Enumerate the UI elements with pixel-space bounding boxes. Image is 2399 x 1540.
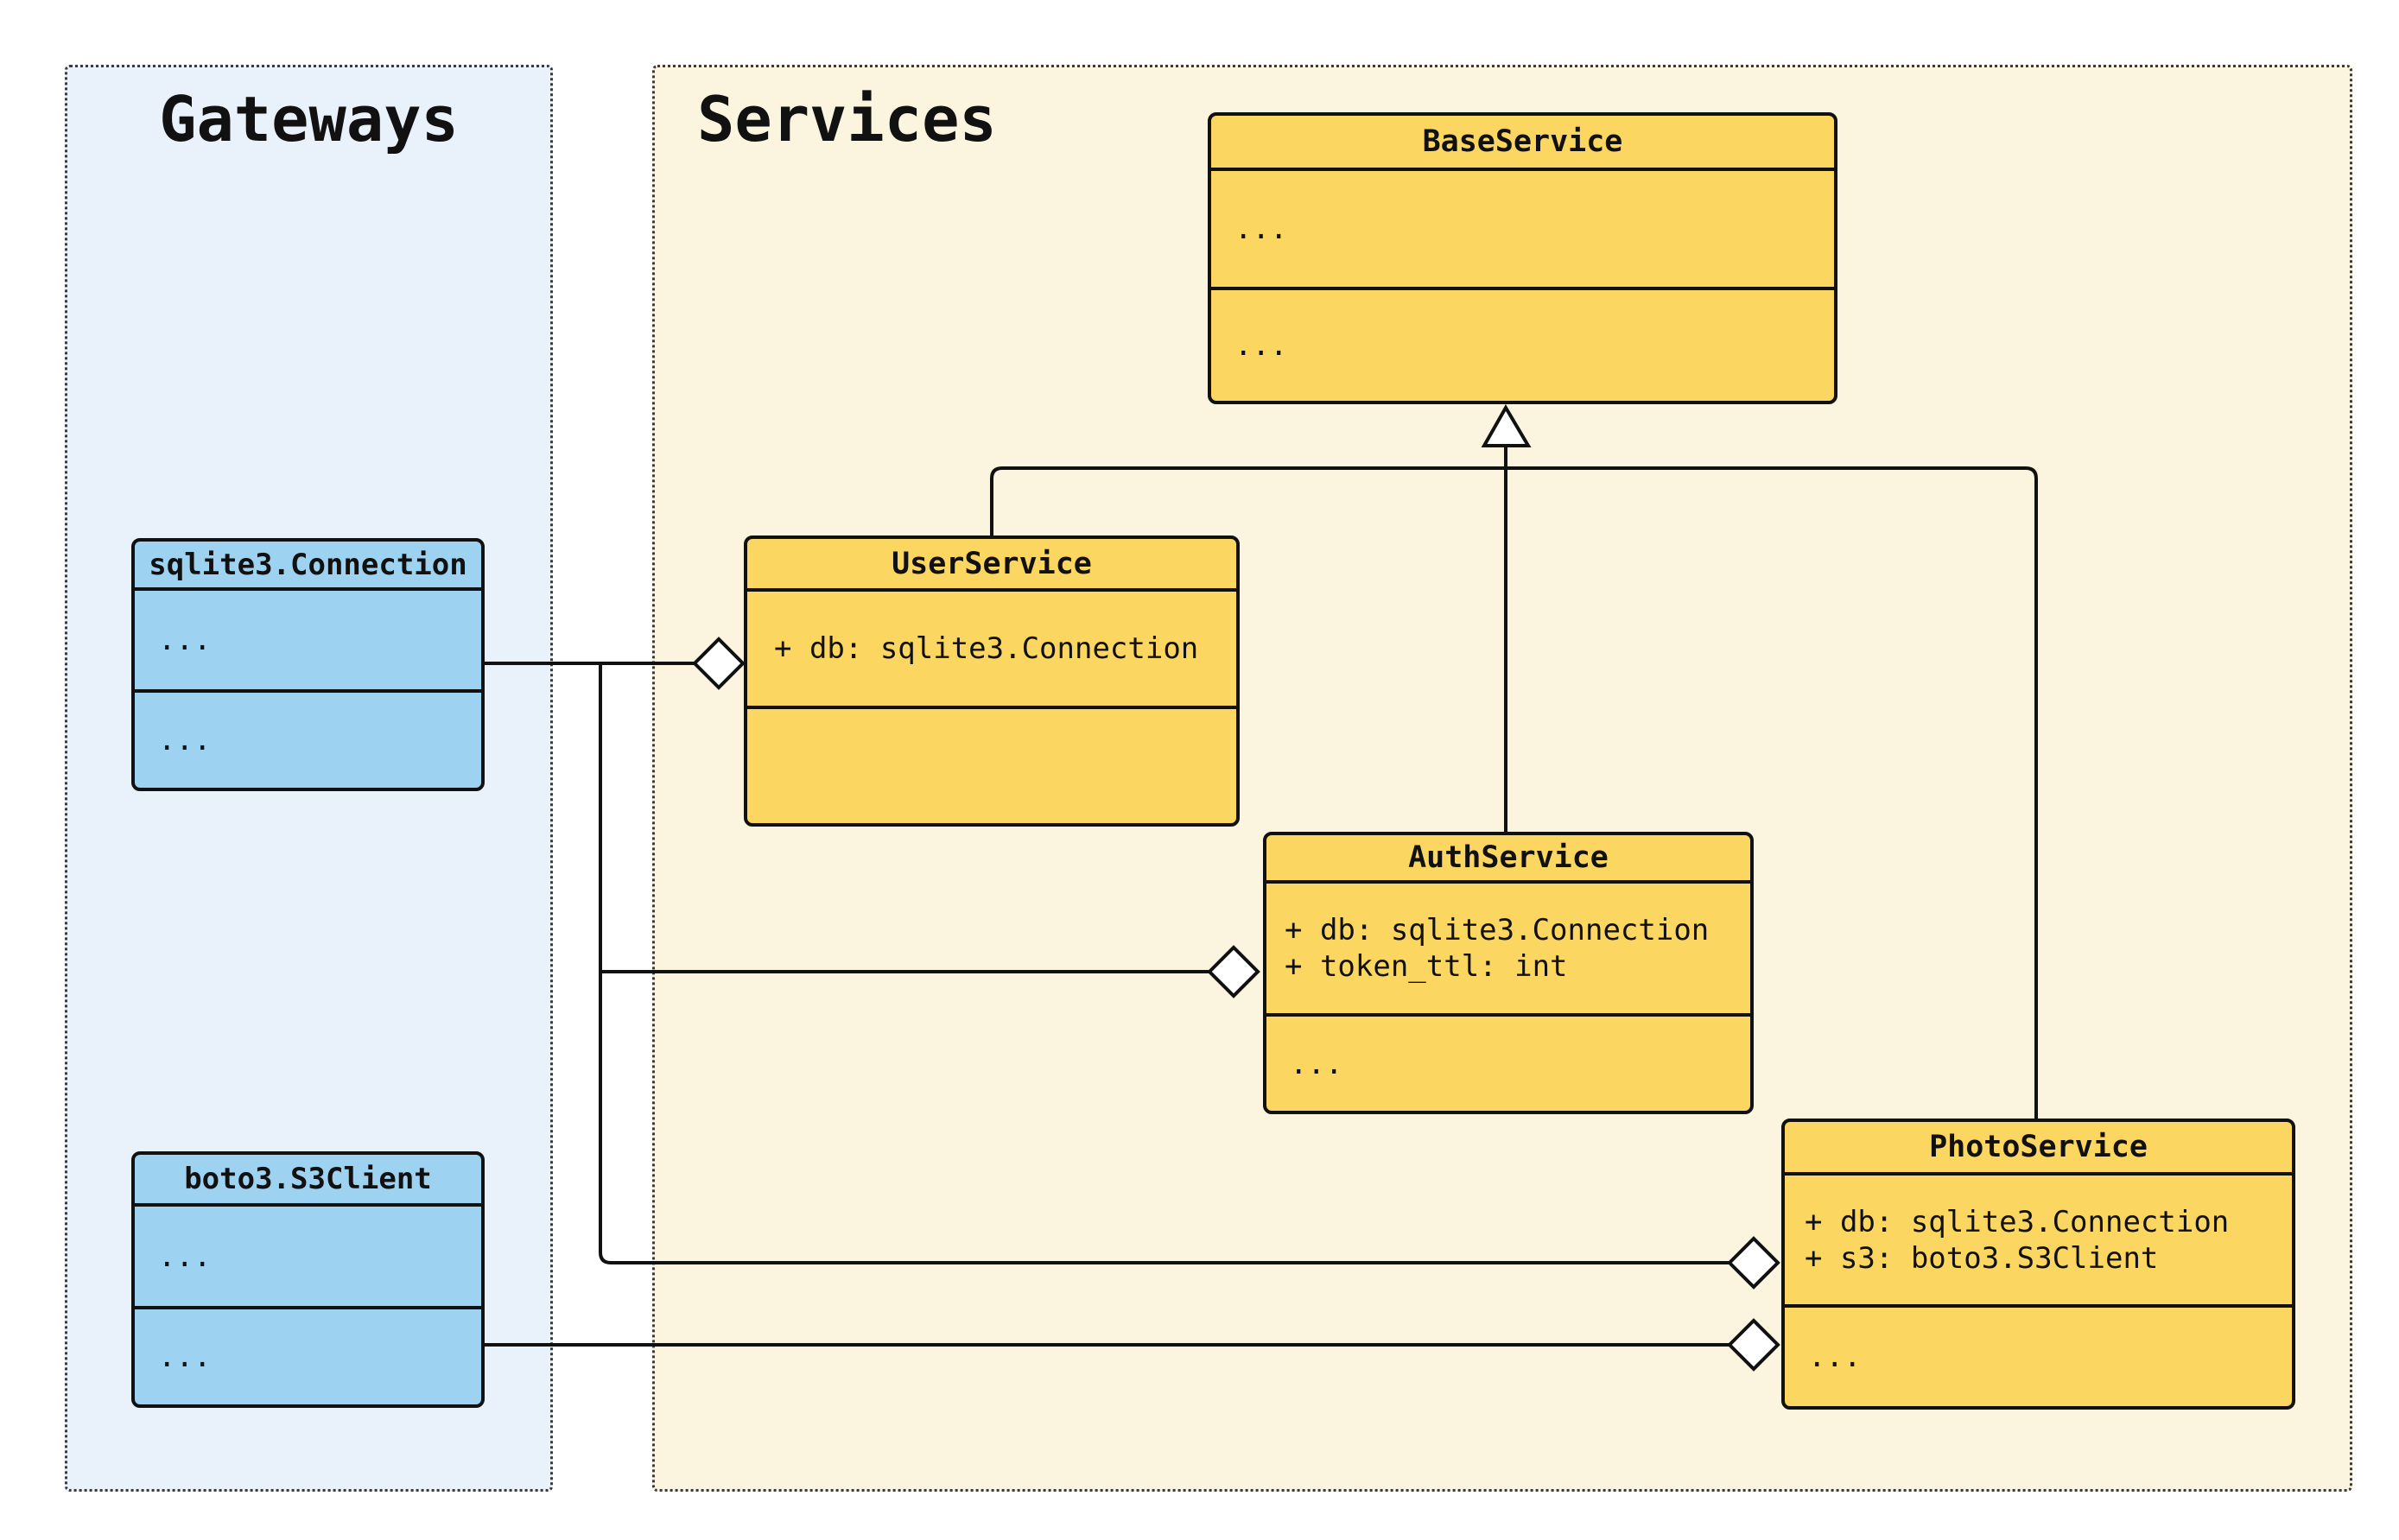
- class-title-sqlite3-connection: sqlite3.Connection: [135, 542, 481, 591]
- class-methods-authservice: ...: [1266, 1017, 1750, 1111]
- class-title-baseservice: BaseService: [1211, 116, 1834, 171]
- class-methods-boto3-s3client: ...: [135, 1309, 481, 1404]
- class-box-baseservice: BaseService ... ...: [1208, 112, 1837, 404]
- attribute-line: ...: [158, 1239, 212, 1274]
- attribute-line: + token_ttl: int: [1285, 949, 1568, 984]
- class-box-sqlite3-connection: sqlite3.Connection ... ...: [131, 538, 485, 791]
- attribute-line: + db: sqlite3.Connection: [1285, 913, 1710, 947]
- class-attributes-authservice: + db: sqlite3.Connection + token_ttl: in…: [1266, 884, 1750, 1017]
- method-line: ...: [1234, 328, 1288, 363]
- class-attributes-userservice: + db: sqlite3.Connection: [747, 592, 1236, 709]
- attribute-line: + db: sqlite3.Connection: [774, 631, 1199, 666]
- attribute-line: ...: [158, 623, 212, 657]
- attribute-line: + s3: boto3.S3Client: [1805, 1240, 2159, 1276]
- class-box-userservice: UserService + db: sqlite3.Connection: [744, 536, 1240, 827]
- class-attributes-boto3-s3client: ...: [135, 1207, 481, 1309]
- class-title-photoservice: PhotoService: [1785, 1122, 2292, 1176]
- attribute-line: + db: sqlite3.Connection: [1805, 1204, 2230, 1239]
- class-methods-photoservice: ...: [1785, 1308, 2292, 1406]
- class-attributes-photoservice: + db: sqlite3.Connection + s3: boto3.S3C…: [1785, 1176, 2292, 1308]
- method-line: ...: [1808, 1340, 1862, 1374]
- class-methods-userservice: [747, 709, 1236, 823]
- class-title-userservice: UserService: [747, 539, 1236, 592]
- class-attributes-sqlite3-connection: ...: [135, 591, 481, 693]
- method-line: ...: [158, 723, 212, 757]
- class-box-authservice: AuthService + db: sqlite3.Connection + t…: [1263, 832, 1754, 1114]
- method-line: ...: [1290, 1046, 1343, 1081]
- services-group-title: Services: [697, 83, 997, 155]
- class-attributes-baseservice: ...: [1211, 171, 1834, 290]
- class-box-photoservice: PhotoService + db: sqlite3.Connection + …: [1781, 1119, 2295, 1410]
- class-title-authservice: AuthService: [1266, 835, 1750, 884]
- class-methods-sqlite3-connection: ...: [135, 693, 481, 788]
- class-title-boto3-s3client: boto3.S3Client: [135, 1155, 481, 1207]
- class-methods-baseservice: ...: [1211, 290, 1834, 401]
- attribute-line: ...: [1234, 212, 1288, 246]
- method-line: ...: [158, 1340, 212, 1374]
- gateways-group-title: Gateways: [159, 83, 459, 155]
- class-box-boto3-s3client: boto3.S3Client ... ...: [131, 1151, 485, 1408]
